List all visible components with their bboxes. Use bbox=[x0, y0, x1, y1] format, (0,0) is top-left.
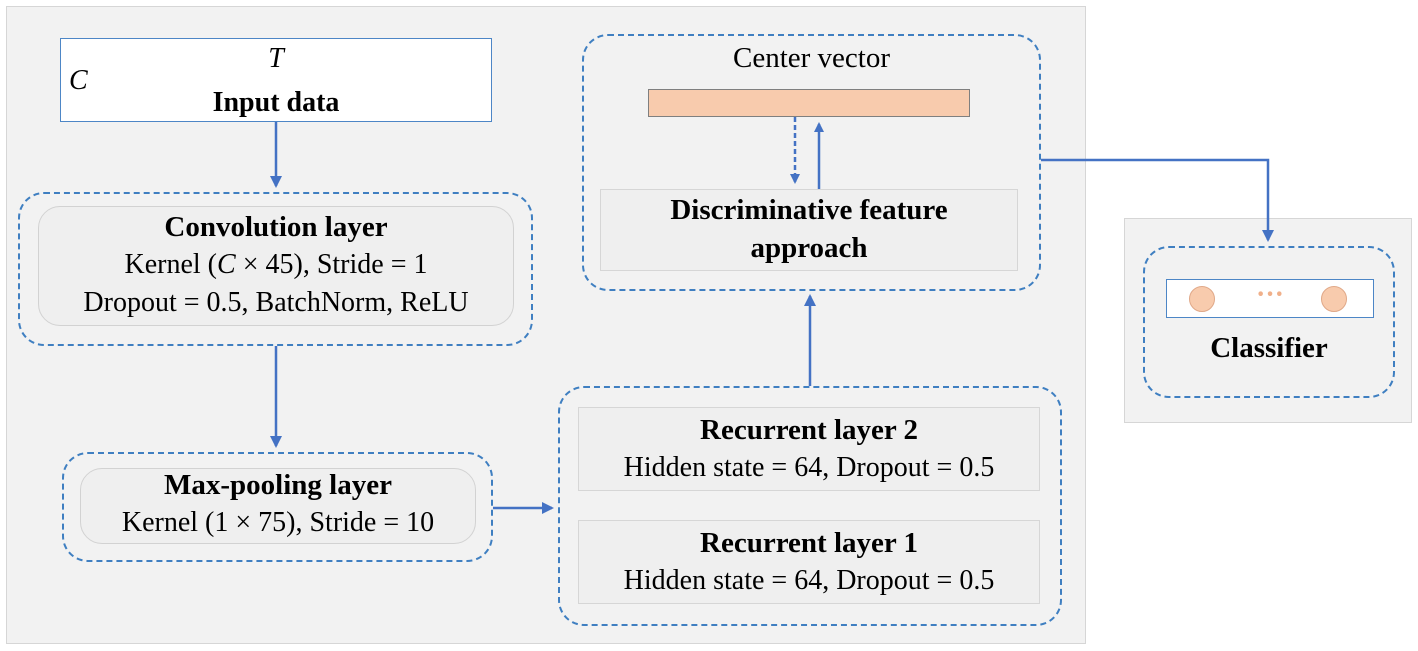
classifier-panel bbox=[1124, 218, 1412, 423]
classifier-layer-box: ··· bbox=[1166, 279, 1374, 318]
recurrent-layers-frame bbox=[558, 386, 1062, 626]
recurrent-layer-1-box: Recurrent layer 1 Hidden state = 64, Dro… bbox=[578, 520, 1040, 604]
convolution-layer-title: Convolution layer bbox=[164, 211, 388, 243]
arrow-discriminative-to-classifier bbox=[1041, 158, 1274, 242]
max-pooling-title: Max-pooling layer bbox=[164, 469, 392, 501]
max-pooling-frame bbox=[62, 452, 493, 562]
kernel-suffix: × 45), Stride = 1 bbox=[235, 249, 428, 280]
classifier-frame bbox=[1143, 246, 1395, 398]
discriminative-frame bbox=[582, 34, 1041, 291]
convolution-layer-box: Convolution layer Kernel (C × 45), Strid… bbox=[38, 206, 514, 326]
channel-axis-label: C bbox=[69, 65, 88, 96]
recurrent-layer-2-title: Recurrent layer 2 bbox=[700, 414, 918, 446]
kernel-var: C bbox=[217, 249, 236, 280]
input-data-box: T C Input data bbox=[60, 38, 492, 122]
kernel-prefix: Kernel ( bbox=[124, 249, 218, 280]
recurrent-layer-2-box: Recurrent layer 2 Hidden state = 64, Dro… bbox=[578, 407, 1040, 491]
center-vector-bar bbox=[648, 89, 970, 117]
recurrent-layer-1-title: Recurrent layer 1 bbox=[700, 527, 918, 559]
input-data-title: Input data bbox=[212, 87, 340, 118]
convolution-layer-frame bbox=[18, 192, 533, 346]
recurrent-layer-2-params: Hidden state = 64, Dropout = 0.5 bbox=[623, 452, 995, 483]
classifier-node-left bbox=[1189, 286, 1215, 312]
classifier-title: Classifier bbox=[1210, 332, 1328, 364]
classifier-node-right bbox=[1321, 286, 1347, 312]
max-pooling-params: Kernel (1 × 75), Stride = 10 bbox=[121, 507, 435, 538]
max-pooling-box: Max-pooling layer Kernel (1 × 75), Strid… bbox=[80, 468, 476, 544]
discriminative-feature-line2: approach bbox=[750, 232, 868, 264]
classifier-ellipsis: ··· bbox=[1255, 279, 1284, 310]
recurrent-layer-1-params: Hidden state = 64, Dropout = 0.5 bbox=[623, 565, 995, 596]
convolution-kernel-text: Kernel (C × 45), Stride = 1 bbox=[39, 249, 513, 281]
discriminative-feature-line1: Discriminative feature bbox=[670, 194, 948, 226]
convolution-params-text: Dropout = 0.5, BatchNorm, ReLU bbox=[83, 287, 469, 318]
center-vector-label: Center vector bbox=[732, 42, 890, 74]
discriminative-feature-box: Discriminative feature approach bbox=[600, 189, 1018, 271]
time-axis-label: T bbox=[268, 43, 284, 74]
